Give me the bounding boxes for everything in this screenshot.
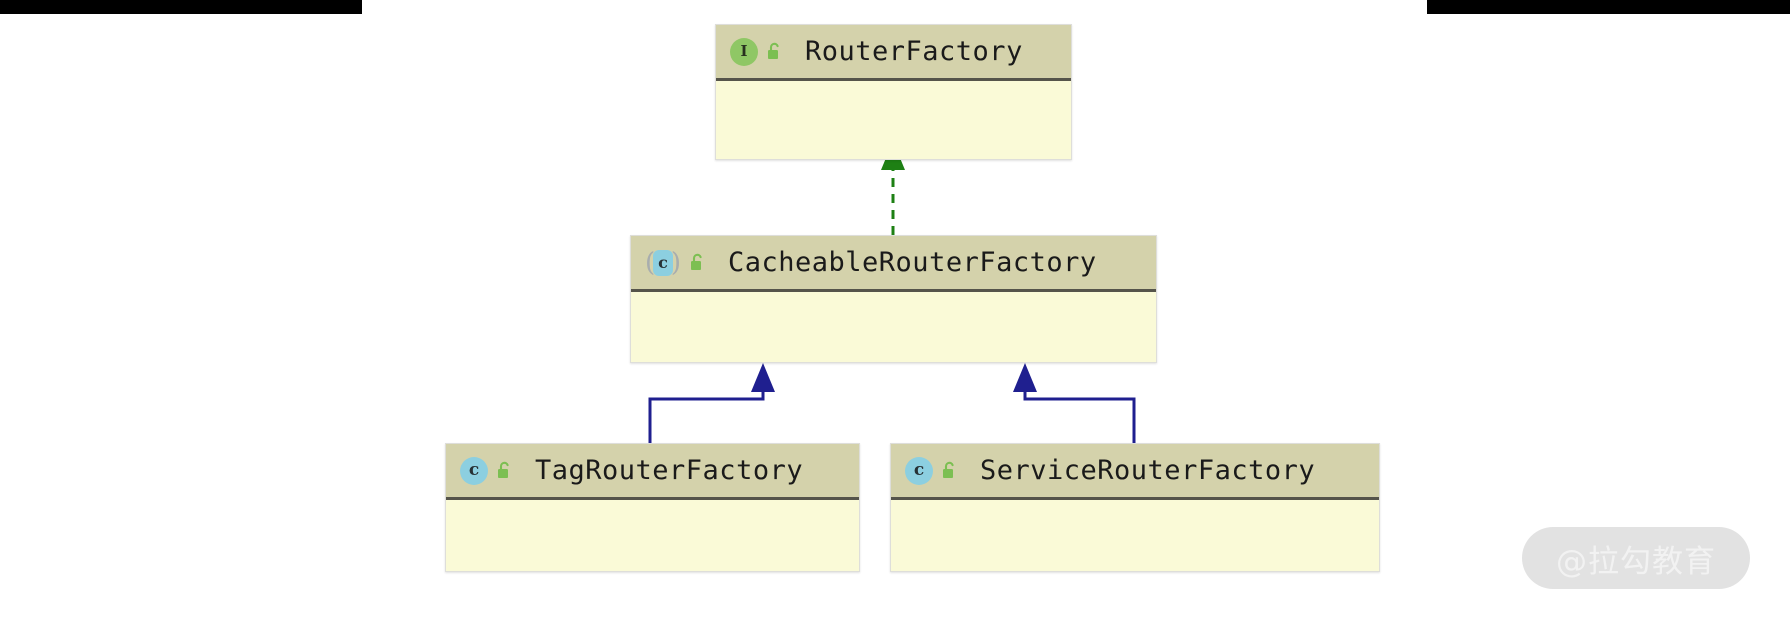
abstract-class-icon: ( c ) [645, 247, 681, 278]
uml-node-service-router-factory[interactable]: c ServiceRouterFactory [890, 443, 1380, 572]
open-padlock-icon [940, 461, 958, 481]
uml-node-title: CacheableRouterFactory [728, 247, 1097, 278]
uml-node-header: ( c ) CacheableRouterFactory [631, 236, 1156, 292]
abstract-paren-left: ( [645, 247, 656, 278]
uml-node-members-compartment [631, 292, 1156, 361]
uml-node-router-factory[interactable]: I RouterFactory [715, 24, 1072, 160]
uml-node-title: TagRouterFactory [535, 455, 804, 486]
edge-generalization-service-to-cacheable [1013, 363, 1136, 443]
top-black-bar-left [0, 0, 362, 14]
uml-node-cacheable-router-factory[interactable]: ( c ) CacheableRouterFactory [630, 235, 1157, 363]
uml-node-header: c TagRouterFactory [446, 444, 859, 500]
uml-node-title: RouterFactory [805, 36, 1023, 67]
watermark-text: @拉勾教育 [1556, 543, 1716, 580]
open-padlock-icon [688, 253, 706, 273]
uml-node-tag-router-factory[interactable]: c TagRouterFactory [445, 443, 860, 572]
edge-generalization-tag-to-cacheable [648, 363, 775, 443]
open-padlock-icon [495, 461, 513, 481]
uml-node-header: I RouterFactory [716, 25, 1071, 81]
open-padlock-icon [765, 42, 783, 62]
uml-node-members-compartment [891, 500, 1379, 570]
interface-circle-icon: I [730, 37, 758, 66]
uml-node-title: ServiceRouterFactory [980, 455, 1316, 486]
top-black-bar-right [1427, 0, 1790, 14]
uml-node-members-compartment [446, 500, 859, 570]
abstract-paren-right: ) [670, 247, 681, 278]
uml-node-members-compartment [716, 81, 1071, 158]
watermark-pill: @拉勾教育 [1522, 527, 1750, 589]
class-circle-icon: c [905, 456, 933, 485]
uml-node-header: c ServiceRouterFactory [891, 444, 1379, 500]
class-circle-icon: c [460, 456, 488, 485]
